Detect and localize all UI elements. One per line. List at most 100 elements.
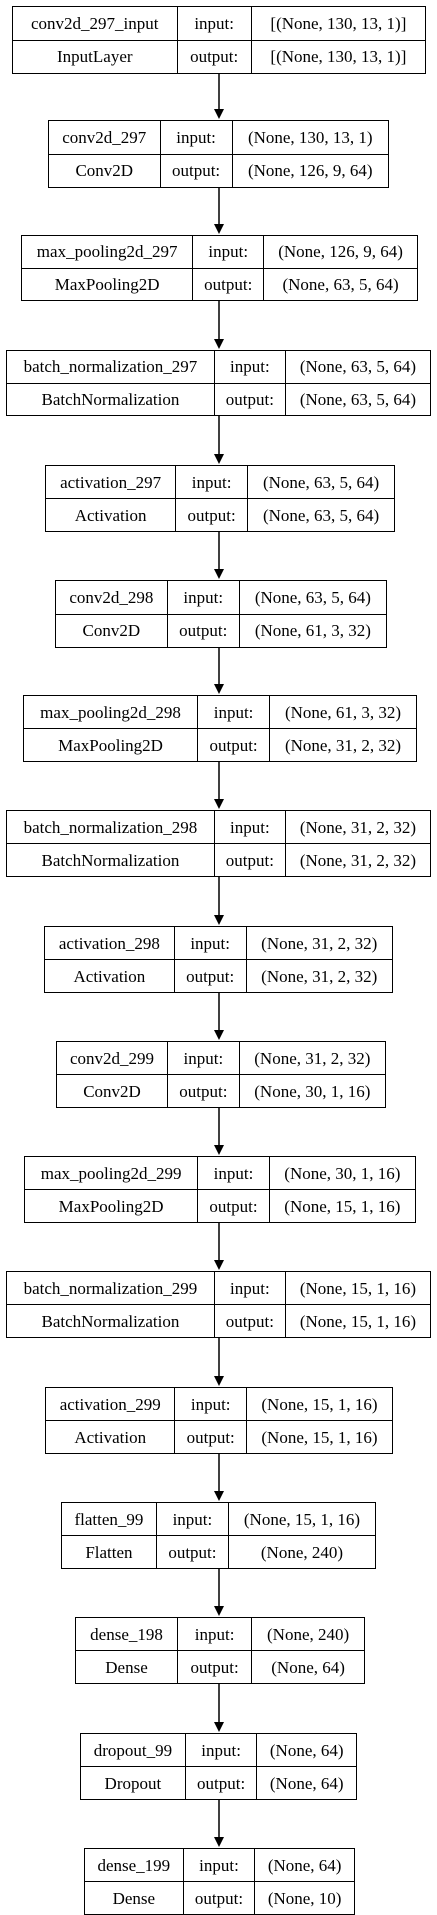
- layer-type: MaxPooling2D: [24, 728, 199, 761]
- output-shape: (None, 31, 2, 32): [284, 843, 430, 876]
- input-shape: (None, 31, 2, 32): [284, 811, 430, 844]
- layer-type: Activation: [46, 498, 177, 531]
- arrow: [214, 188, 224, 234]
- arrow: [214, 1338, 224, 1386]
- arrow-head: [214, 339, 224, 349]
- arrow-head: [214, 1030, 224, 1040]
- arrow-head: [214, 799, 224, 809]
- input-shape: (None, 130, 13, 1): [231, 121, 388, 155]
- layer-name: flatten_99: [62, 1503, 157, 1536]
- arrow: [214, 74, 224, 119]
- input-shape: (None, 61, 3, 32): [269, 696, 416, 729]
- output-shape: (None, 31, 2, 32): [245, 959, 392, 992]
- layer-name: batch_normalization_299: [7, 1272, 215, 1305]
- arrow: [214, 532, 224, 579]
- layer-type: Activation: [46, 1420, 176, 1453]
- output-shape: (None, 15, 1, 16): [284, 1304, 430, 1337]
- layer-name: conv2d_297: [49, 121, 161, 155]
- arrow-head: [214, 1260, 224, 1270]
- arrow-head: [214, 454, 224, 464]
- layer-name: batch_normalization_298: [7, 811, 215, 844]
- input-label: input:: [182, 1849, 256, 1882]
- output-label: output:: [177, 1650, 253, 1683]
- input-shape: (None, 64): [254, 1849, 354, 1882]
- arrow-head: [214, 1837, 224, 1847]
- input-shape: (None, 63, 5, 64): [247, 466, 394, 499]
- layer-name: activation_299: [46, 1388, 176, 1421]
- input-shape: (None, 240): [251, 1618, 364, 1651]
- output-label: output:: [175, 498, 249, 531]
- arrow: [214, 1108, 224, 1155]
- input-shape: (None, 31, 2, 32): [238, 1042, 385, 1075]
- layer-type: Activation: [45, 959, 175, 992]
- arrow: [214, 301, 224, 349]
- arrow-head: [214, 569, 224, 579]
- input-label: input:: [192, 236, 265, 269]
- arrow-head: [214, 1376, 224, 1386]
- input-shape: [(None, 130, 13, 1)]: [250, 7, 425, 41]
- layer-type: Conv2D: [56, 613, 168, 647]
- output-shape: (None, 15, 1, 16): [245, 1420, 392, 1453]
- arrow-head: [214, 224, 224, 234]
- output-shape: (None, 10): [254, 1881, 354, 1914]
- input-shape: (None, 30, 1, 16): [268, 1157, 415, 1190]
- layer-name: dense_199: [85, 1849, 184, 1882]
- layer-name: max_pooling2d_297: [22, 236, 194, 269]
- arrow-head: [214, 1606, 224, 1616]
- output-label: output:: [184, 1766, 258, 1799]
- output-label: output:: [174, 1420, 247, 1453]
- arrow: [214, 762, 224, 809]
- arrow-head: [214, 1491, 224, 1501]
- layer-type: MaxPooling2D: [25, 1189, 199, 1222]
- layer-name: max_pooling2d_299: [25, 1157, 199, 1190]
- arrow: [214, 648, 224, 694]
- output-label: output:: [213, 382, 286, 415]
- output-shape: [(None, 130, 13, 1)]: [250, 39, 425, 73]
- output-shape: (None, 30, 1, 16): [238, 1074, 385, 1107]
- layer-type: Flatten: [62, 1535, 157, 1568]
- arrow-head: [214, 915, 224, 925]
- input-label: input:: [167, 1042, 240, 1075]
- layer-name: conv2d_297_input: [13, 7, 178, 41]
- output-label: output:: [159, 153, 233, 187]
- arrow-head: [214, 1145, 224, 1155]
- output-label: output:: [155, 1535, 229, 1568]
- input-label: input:: [174, 1388, 247, 1421]
- output-shape: (None, 61, 3, 32): [238, 613, 386, 647]
- output-label: output:: [173, 959, 247, 992]
- input-label: input:: [166, 581, 240, 615]
- input-label: input:: [155, 1503, 229, 1536]
- layer-type: Dense: [76, 1650, 179, 1683]
- output-shape: (None, 126, 9, 64): [231, 153, 388, 187]
- layer-name: activation_298: [45, 927, 175, 960]
- output-label: output:: [197, 728, 271, 761]
- output-label: output:: [192, 267, 265, 300]
- arrow: [214, 1223, 224, 1270]
- input-label: input:: [176, 7, 252, 41]
- arrow: [214, 993, 224, 1040]
- output-shape: (None, 64): [256, 1766, 356, 1799]
- layer-name: conv2d_298: [56, 581, 168, 615]
- input-label: input:: [213, 351, 286, 384]
- output-label: output:: [213, 843, 286, 876]
- layer-type: Conv2D: [57, 1074, 169, 1107]
- output-shape: (None, 63, 5, 64): [247, 498, 394, 531]
- input-label: input:: [197, 696, 271, 729]
- output-shape: (None, 63, 5, 64): [263, 267, 417, 300]
- input-label: input:: [173, 927, 247, 960]
- arrow: [214, 416, 224, 464]
- output-shape: (None, 240): [227, 1535, 375, 1568]
